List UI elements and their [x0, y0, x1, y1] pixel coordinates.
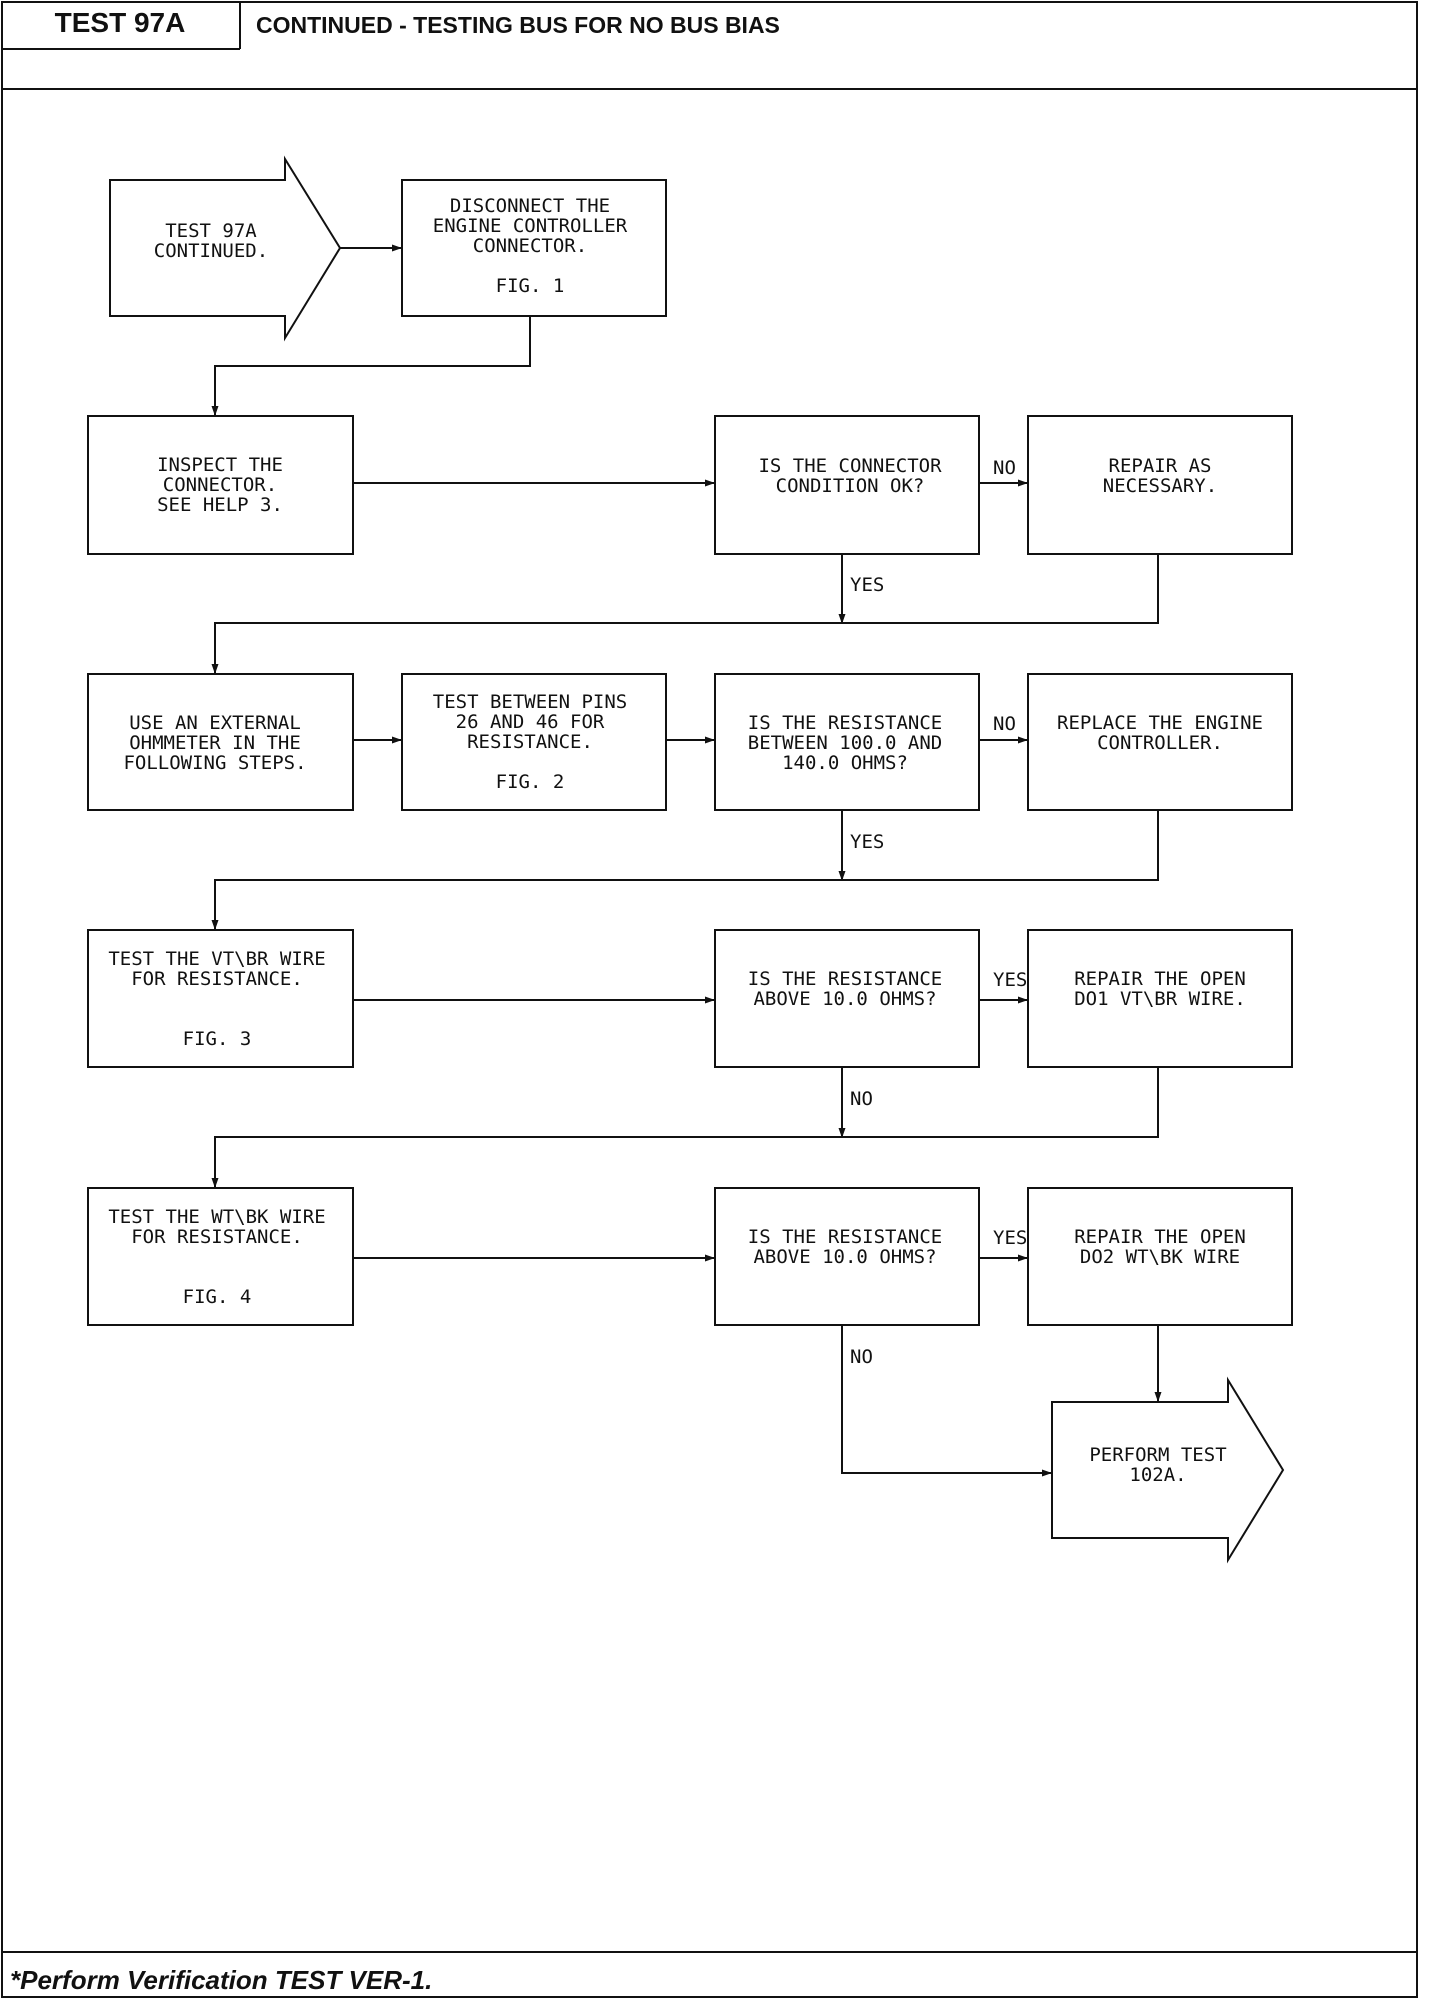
box-text-line: FOLLOWING STEPS.	[123, 752, 306, 774]
test-number-tag: TEST 97A	[54, 7, 186, 38]
label-no-vtbr: NO	[850, 1088, 873, 1110]
box-text-line: CONTROLLER.	[1097, 732, 1223, 754]
label-yes-connector: YES	[850, 574, 884, 596]
box-text-line: RESISTANCE.	[467, 731, 593, 753]
test-pins-box	[401, 673, 667, 811]
label-no-connector: NO	[993, 457, 1016, 479]
box-text-line: FIG. 3	[183, 1028, 252, 1050]
box-text-line: USE AN EXTERNAL	[129, 712, 301, 734]
label-yes-wtbk: YES	[993, 1227, 1027, 1249]
box-text-line: INSPECT THE	[157, 454, 283, 476]
repair-do2-box	[1027, 1187, 1293, 1326]
start-arrow-shape	[109, 155, 342, 342]
label-yes-range: YES	[850, 831, 884, 853]
box-text-line: DO1 VT\BR WIRE.	[1074, 988, 1246, 1010]
page-title: CONTINUED - TESTING BUS FOR NO BUS BIAS	[256, 11, 780, 38]
box-text-line: DISCONNECT THE	[450, 195, 610, 217]
label-no-range: NO	[993, 713, 1016, 735]
box-text-line: FIG. 2	[496, 771, 565, 793]
test-wtbk-box	[87, 1187, 354, 1326]
test-vtbr-box	[87, 929, 354, 1068]
box-text-line: REPAIR THE OPEN	[1074, 1226, 1246, 1248]
box-text-line: ABOVE 10.0 OHMS?	[753, 988, 936, 1010]
perform-test-arrow-shape	[1051, 1376, 1285, 1564]
inspect-connector-box	[87, 415, 354, 555]
box-text-line: FOR RESISTANCE.	[131, 1226, 303, 1248]
box-text-line: CONTINUED.	[154, 240, 268, 262]
box-text-line: 102A.	[1129, 1464, 1186, 1486]
box-text-line: TEST BETWEEN PINS	[433, 691, 627, 713]
box-text-line: IS THE RESISTANCE	[748, 1226, 942, 1248]
connector-repair-do1-return	[211, 1067, 1159, 1188]
box-text-line: IS THE RESISTANCE	[748, 968, 942, 990]
label-no-wtbk: NO	[850, 1346, 873, 1368]
box-text-line: REPLACE THE ENGINE	[1057, 712, 1263, 734]
resistance-range-decision-box	[714, 673, 980, 811]
box-text-line: DO2 WT\BK WIRE	[1080, 1246, 1240, 1268]
repair-as-necessary-box	[1027, 415, 1293, 555]
connector-disconnect-to-inspect	[211, 316, 531, 416]
footer-verification-note: *Perform Verification TEST VER-1.	[10, 1964, 433, 1995]
box-text-line: FIG. 4	[183, 1286, 252, 1308]
box-text-line: FIG. 1	[496, 275, 565, 297]
connector-ok-decision-box	[714, 415, 980, 555]
box-text-line: TEST THE WT\BK WIRE	[108, 1206, 325, 1228]
box-text-line: OHMMETER IN THE	[129, 732, 301, 754]
box-text-line: TEST 97A	[165, 220, 257, 242]
box-text-line: TEST THE VT\BR WIRE	[108, 948, 325, 970]
box-text-line: CONDITION OK?	[776, 475, 925, 497]
box-text-line: 140.0 OHMS?	[782, 752, 908, 774]
box-text-line: NECESSARY.	[1103, 475, 1217, 497]
disconnect-connector-box	[401, 179, 667, 317]
repair-do1-box	[1027, 929, 1293, 1068]
box-text-line: SEE HELP 3.	[157, 494, 283, 516]
connector-replace-return	[211, 810, 1159, 930]
box-text-line: IS THE RESISTANCE	[748, 712, 942, 734]
connector-repair-return-1	[211, 554, 1159, 674]
box-text-line: PERFORM TEST	[1089, 1444, 1226, 1466]
box-text-line: IS THE CONNECTOR	[758, 455, 942, 477]
above-10-decision-box-a	[714, 929, 980, 1068]
above-10-decision-box-b	[714, 1187, 980, 1326]
use-ohmmeter-box	[87, 673, 354, 811]
replace-controller-box	[1027, 673, 1293, 811]
box-text-line: CONNECTOR.	[163, 474, 277, 496]
box-text-line: REPAIR THE OPEN	[1074, 968, 1246, 990]
connector-no-to-perform	[841, 1325, 1052, 1477]
label-yes-vtbr: YES	[993, 969, 1027, 991]
box-text-line: ABOVE 10.0 OHMS?	[753, 1246, 936, 1268]
box-text-line: CONNECTOR.	[473, 235, 587, 257]
box-text-line: BETWEEN 100.0 AND	[748, 732, 942, 754]
box-text-line: ENGINE CONTROLLER	[433, 215, 628, 237]
box-text-line: REPAIR AS	[1109, 455, 1212, 477]
box-text-line: FOR RESISTANCE.	[131, 968, 303, 990]
box-text-line: 26 AND 46 FOR	[456, 711, 605, 733]
